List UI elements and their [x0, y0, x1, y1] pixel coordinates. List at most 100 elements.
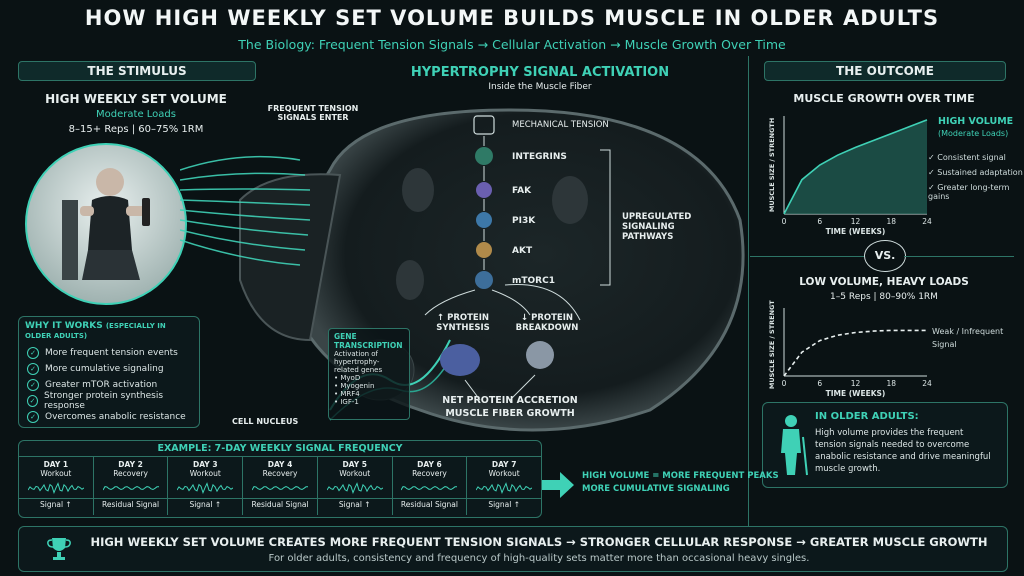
high-bullet: ✓ Consistent signal: [928, 153, 1006, 162]
day-label: DAY 3: [193, 460, 218, 469]
outcome-chart-title: MUSCLE GROWTH OVER TIME: [793, 92, 975, 105]
why-item: ✓Stronger protein synthesis response: [27, 391, 191, 411]
why-item: ✓More frequent tension events: [27, 345, 191, 361]
day-type: Recovery: [113, 469, 148, 478]
gene-item: MyoD: [340, 374, 361, 382]
x-tick-label: 0: [782, 217, 787, 226]
signals-enter: FREQUENT TENSION SIGNALS ENTER: [267, 104, 359, 122]
bottom-sub: For older adults, consistency and freque…: [268, 553, 810, 564]
center-header: HYPERTROPHY SIGNAL ACTIVATION: [410, 65, 670, 80]
high-volume-sub: (Moderate Loads): [938, 129, 1009, 138]
node-mtorc1: mTORC1: [512, 276, 555, 286]
muscle-fiber-illustration: [180, 108, 745, 432]
high-volume-label: HIGH VOLUME: [938, 116, 1014, 127]
arrow-right-icon: [542, 472, 574, 498]
day-type: Recovery: [412, 469, 447, 478]
series-line: [783, 119, 928, 215]
day-signal: Signal ↑: [19, 498, 93, 509]
why-title-note: (ESPECIALLY IN OLDER ADULTS): [25, 322, 166, 340]
mechanical-tension: MECHANICAL TENSION: [512, 120, 609, 130]
signal-wave: [102, 485, 159, 491]
stimulus-reps: 8–15+ Reps | 60–75% 1RM: [68, 124, 204, 135]
older-panel: IN OLDER ADULTS: High volume provides th…: [762, 402, 1008, 488]
day-label: DAY 4: [267, 460, 293, 469]
low-sub: 1–5 Reps | 80–90% 1RM: [830, 292, 938, 302]
signal-wave: [27, 482, 85, 495]
day-signal: Residual Signal: [93, 498, 168, 509]
check-icon: ✓: [27, 411, 39, 423]
gene-desc: Activation of hypertrophy- related genes: [334, 350, 383, 374]
node-akt: AKT: [512, 246, 533, 256]
net-protein-accretion: NET PROTEIN ACCRETION: [442, 395, 578, 406]
day-signal: Residual Signal: [243, 498, 317, 509]
day-label: DAY 6: [417, 460, 442, 469]
node-pi3k: PI3K: [512, 216, 536, 226]
gene-item: Myogenin: [340, 382, 375, 390]
week-panel: EXAMPLE: 7-DAY WEEKLY SIGNAL FREQUENCY D…: [18, 440, 542, 518]
gene-title: GENE TRANSCRIPTION: [334, 332, 403, 350]
athlete-illustration: [25, 143, 187, 305]
page-subtitle: The Biology: Frequent Tension Signals → …: [238, 37, 786, 52]
why-panel: WHY IT WORKS (ESPECIALLY IN OLDER ADULTS…: [18, 316, 200, 428]
x-tick-label: 24: [922, 217, 932, 226]
x-tick-label: 12: [851, 379, 861, 388]
muscle-fiber-growth: MUSCLE FIBER GROWTH: [445, 408, 575, 419]
why-item: ✓Overcomes anabolic resistance: [27, 409, 191, 425]
stimulus-header: THE STIMULUS: [18, 61, 256, 81]
stimulus-sub: Moderate Loads: [96, 109, 176, 120]
signal-wave: [475, 482, 533, 495]
x-tick-label: 24: [922, 379, 932, 388]
bottom-banner: HIGH WEEKLY SET VOLUME CREATES MORE FREQ…: [18, 526, 1008, 572]
stimulus-label: HIGH WEEKLY SET VOLUME: [45, 92, 227, 106]
day-type: Workout: [339, 469, 371, 478]
day-signal: Signal ↑: [168, 498, 243, 509]
x-axis-label: TIME (WEEKS): [826, 227, 886, 236]
gene-item: IGF-1: [340, 398, 359, 406]
check-icon: ✓: [27, 347, 39, 359]
check-icon: ✓: [27, 395, 39, 407]
high-bullet: ✓ Greater long-term gains: [928, 183, 1010, 201]
series-line: [783, 329, 927, 377]
x-tick-label: 18: [886, 217, 896, 226]
x-tick-label: 12: [851, 217, 861, 226]
low-label: Weak / Infrequent Signal: [932, 327, 1004, 349]
week-title: EXAMPLE: 7-DAY WEEKLY SIGNAL FREQUENCY: [157, 443, 403, 454]
x-tick-label: 6: [817, 379, 822, 388]
check-icon: ✓: [27, 363, 39, 375]
node-fak: FAK: [512, 186, 532, 196]
signal-wave: [401, 485, 458, 491]
x-tick-label: 0: [782, 379, 787, 388]
gene-box: GENE TRANSCRIPTION Activation of hypertr…: [328, 328, 410, 420]
signal-wave: [326, 482, 384, 495]
gene-item: MRF4: [340, 390, 360, 398]
page-title: HOW HIGH WEEKLY SET VOLUME BUILDS MUSCLE…: [84, 6, 940, 30]
center-sub: Inside the Muscle Fiber: [488, 82, 592, 92]
older-adult-icon: [781, 415, 808, 476]
upregulated-pathways: UPREGULATED SIGNALING PATHWAYS: [622, 212, 692, 242]
week-arrow-text: HIGH VOLUME = MORE FREQUENT PEAKS MORE C…: [582, 471, 779, 494]
older-title: IN OLDER ADULTS:: [815, 411, 919, 422]
day-signal: Residual Signal: [392, 498, 467, 509]
series-area: [784, 119, 927, 214]
day-label: DAY 1: [43, 460, 69, 469]
signal-wave: [176, 482, 234, 495]
divider: [748, 56, 749, 526]
low-title: LOW VOLUME, HEAVY LOADS: [799, 276, 969, 288]
day-type: Workout: [40, 469, 72, 478]
x-tick-label: 6: [817, 217, 822, 226]
why-item: ✓Greater mTOR activation: [27, 377, 191, 393]
day-label: DAY 7: [491, 460, 517, 469]
vs-badge: VS.: [864, 240, 906, 272]
high-bullet: ✓ Sustained adaptation: [928, 168, 1023, 177]
protein-synthesis: ↑ PROTEIN SYNTHESIS: [436, 313, 490, 333]
day-label: DAY 5: [342, 460, 368, 469]
x-axis-label: TIME (WEEKS): [826, 389, 886, 398]
